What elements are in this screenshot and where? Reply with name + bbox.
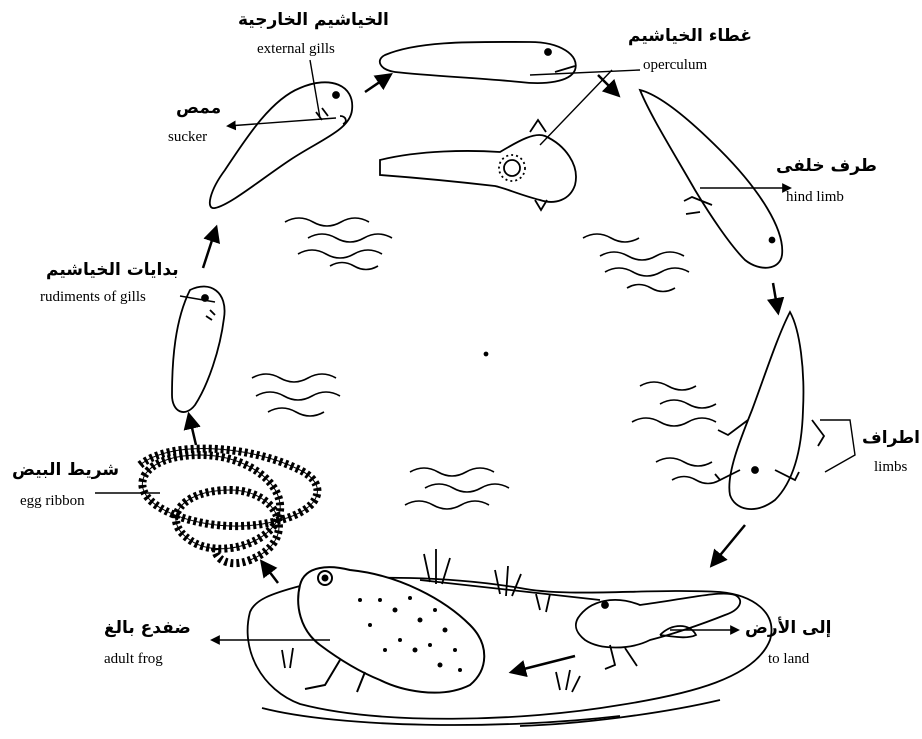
- hind-limb-label-en: hind limb: [786, 190, 844, 205]
- operculum-label-ar: غطاء الخياشيم: [628, 28, 752, 45]
- tadpole-operculum-ventral: [380, 120, 576, 210]
- to-land-label-en: to land: [768, 652, 809, 667]
- to-land-label-ar: إلى الأرض: [745, 620, 831, 637]
- cycle-arrow: [365, 75, 390, 92]
- cycle-arrow: [203, 228, 216, 268]
- adult-frog-label-en: adult frog: [104, 652, 163, 667]
- operculum-label-en: operculum: [643, 58, 707, 73]
- cycle-arrow: [512, 656, 575, 672]
- cycle-arrow: [262, 562, 278, 583]
- water-ripples: [252, 218, 720, 509]
- sucker-label-en: sucker: [168, 130, 207, 145]
- limbs-label-ar: اطراف: [862, 430, 920, 447]
- external-gills-label-ar: الخياشيم الخارجية: [238, 12, 389, 29]
- froglet-to-land: [576, 594, 740, 669]
- cycle-arrow: [598, 75, 618, 95]
- egg-ribbon: [140, 449, 317, 564]
- limbs-label-en: limbs: [874, 460, 907, 475]
- embryo-rudiments-of-gills: [172, 286, 225, 412]
- rudiments-of-gills-label-en: rudiments of gills: [40, 290, 146, 305]
- tadpole-external-gills: [210, 82, 352, 208]
- rudiments-of-gills-label-ar: بدايات الخياشيم: [46, 262, 179, 279]
- adult-frog: [298, 567, 484, 692]
- sucker-label-ar: ممص: [176, 100, 221, 117]
- egg-ribbon-label-ar: شريط البيض: [12, 462, 119, 479]
- cycle-arrow: [189, 415, 196, 445]
- cycle-arrow: [773, 283, 778, 312]
- hind-limb-label-ar: طرف خلفى: [776, 158, 877, 175]
- tadpole-hind-limb: [640, 90, 782, 268]
- adult-frog-label-ar: ضفدع بالغ: [104, 620, 191, 637]
- external-gills-label-en: external gills: [257, 42, 335, 57]
- tadpole-limbs: [715, 312, 824, 509]
- tadpole-operculum-top: [380, 42, 576, 83]
- egg-ribbon-label-en: egg ribbon: [20, 494, 85, 509]
- cycle-arrow: [712, 525, 745, 565]
